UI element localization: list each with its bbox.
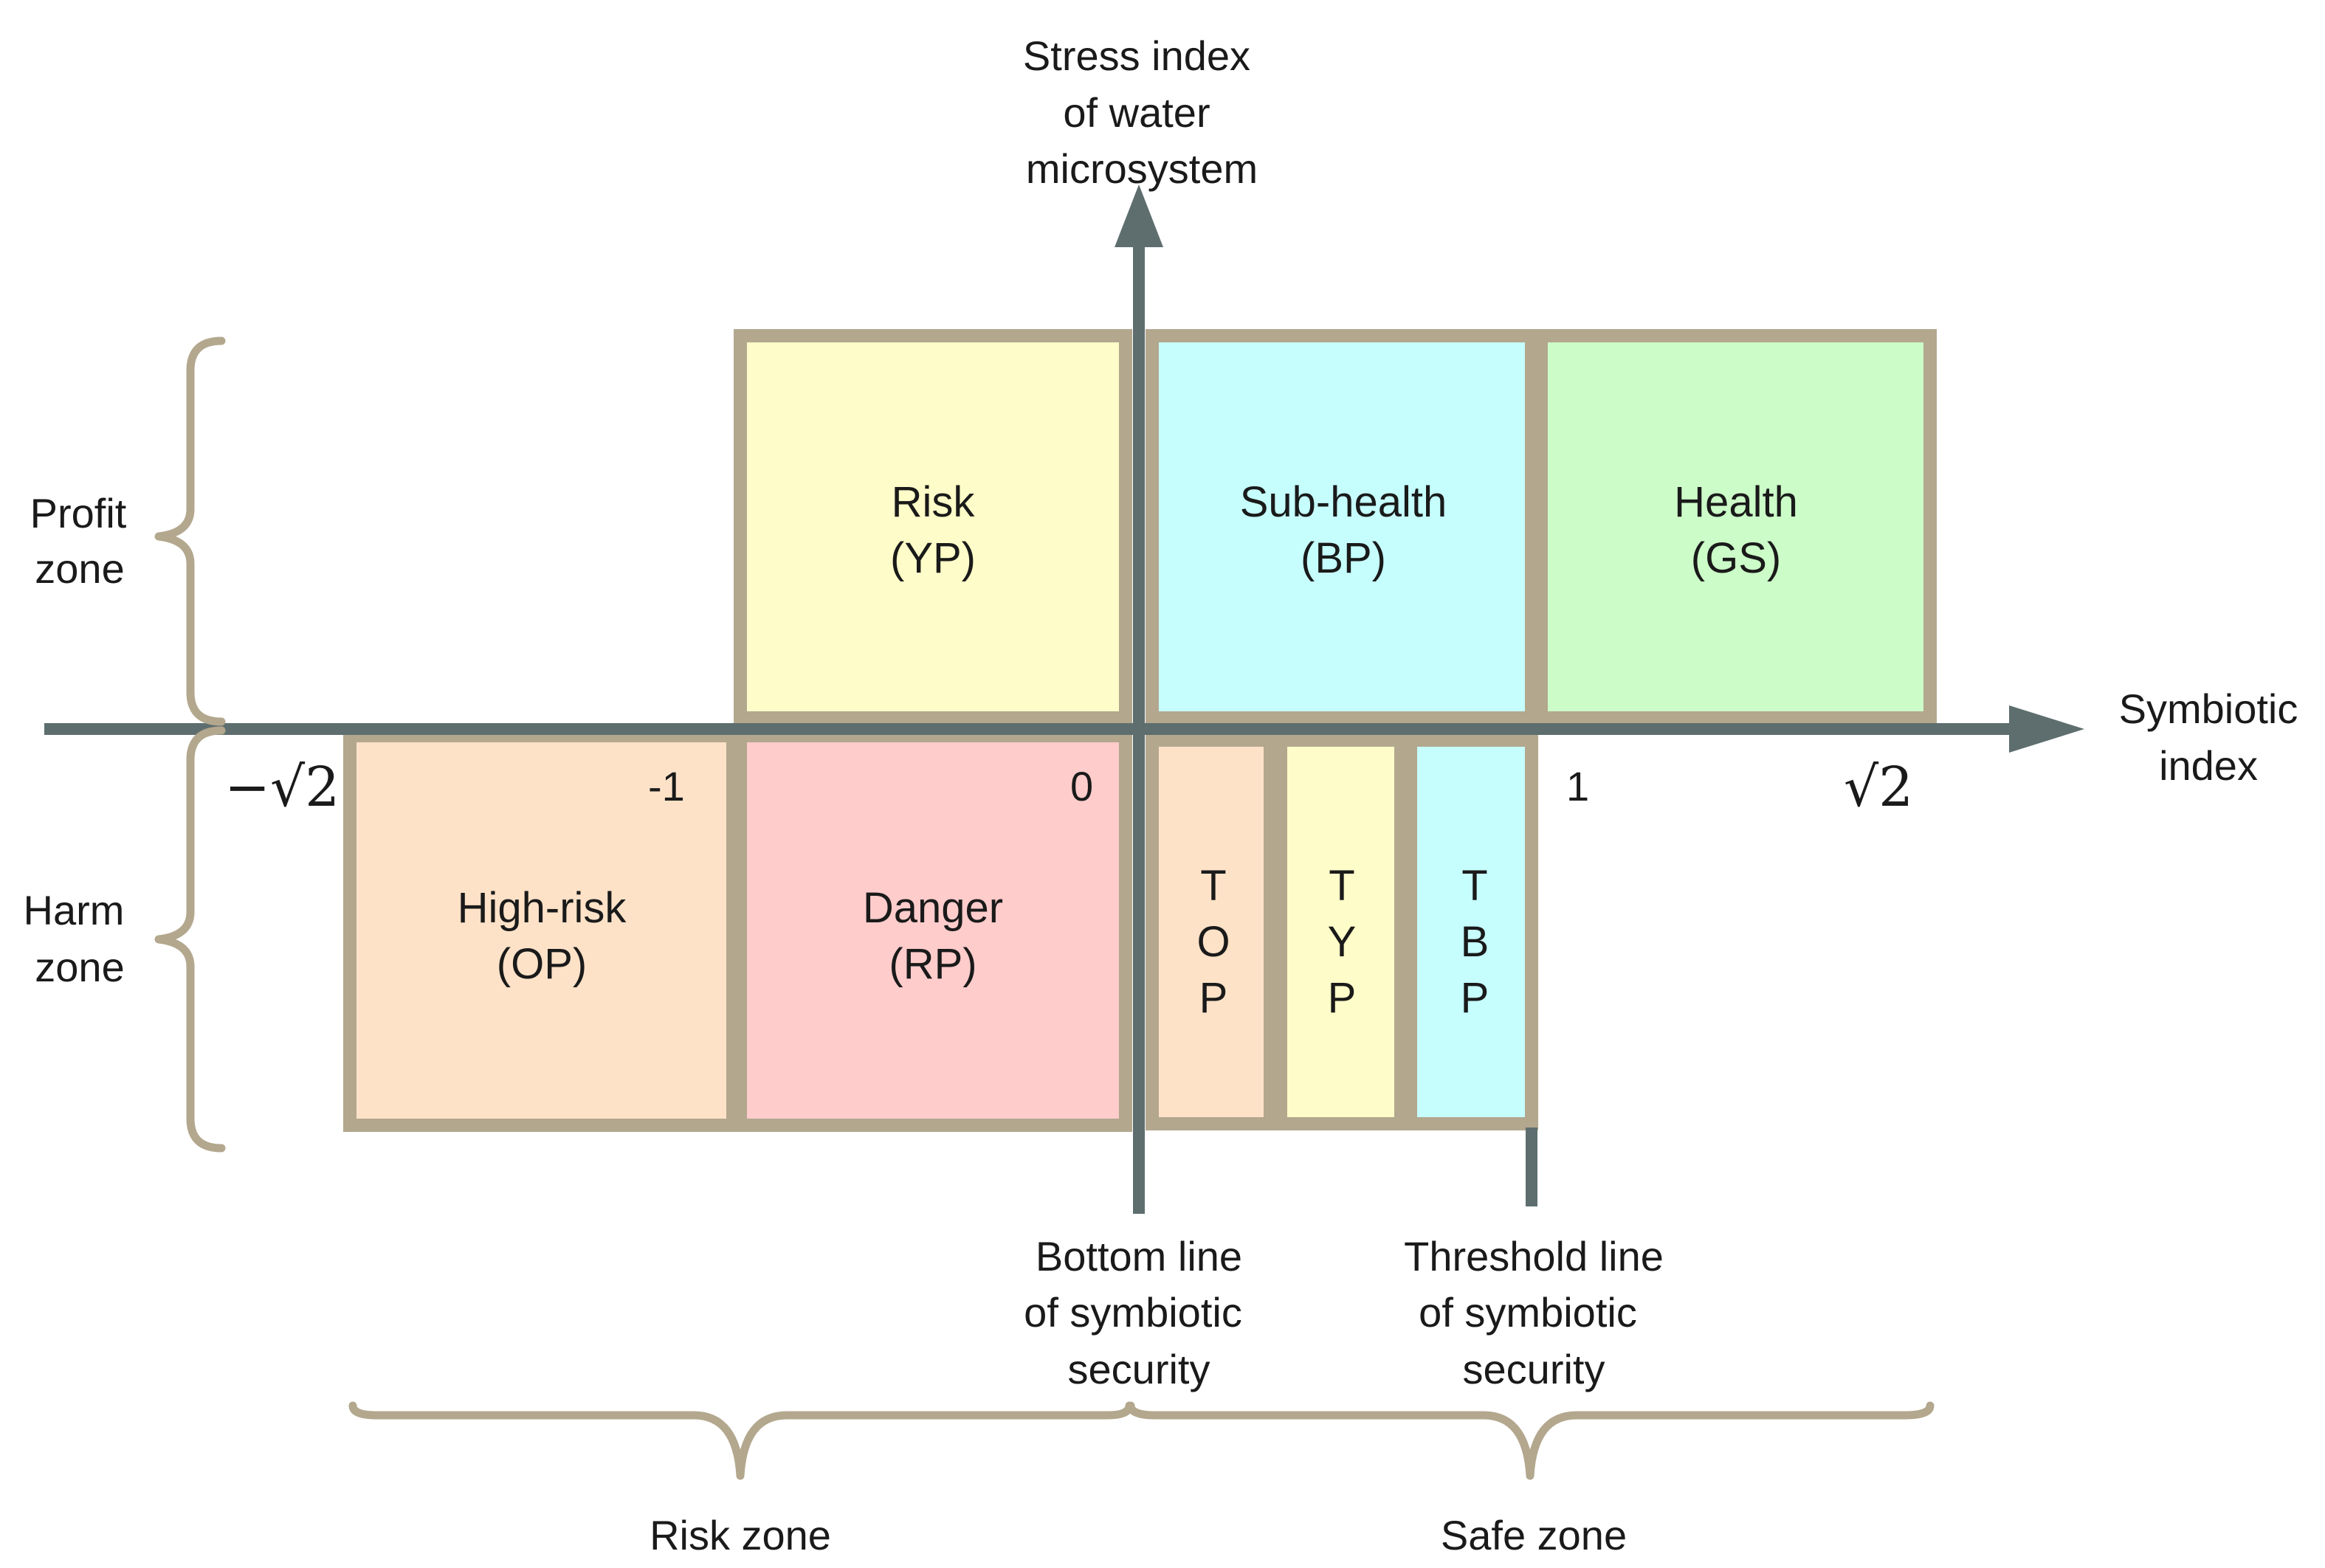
region-risk-code: (YP) xyxy=(890,534,976,582)
tick-one: 1 xyxy=(1566,763,1589,809)
region-typ-letter-2: Y xyxy=(1328,918,1357,966)
tick-neg-sqrt2: −√2 xyxy=(224,756,340,819)
x-axis-arrowhead xyxy=(2009,705,2084,753)
risk-zone-label: Risk zone xyxy=(650,1512,831,1558)
safe-zone-brace xyxy=(1126,1401,1935,1480)
bottom-line-label-line-3: security xyxy=(1068,1346,1210,1392)
region-risk-name: Risk xyxy=(892,478,976,526)
tick-neg-one: -1 xyxy=(648,763,685,809)
y-axis-label-line-1: Stress index xyxy=(1023,32,1250,79)
region-subhealth-name: Sub-health xyxy=(1240,478,1447,526)
region-subhealth-box xyxy=(1146,329,1538,725)
tick-sqrt2: √2 xyxy=(1844,756,1913,819)
risk-zone-brace xyxy=(348,1401,1134,1480)
safe-zone-label: Safe zone xyxy=(1441,1512,1627,1558)
region-health-name: Health xyxy=(1674,478,1798,526)
region-top-letter-2: O xyxy=(1196,918,1230,966)
bottom-line-label-line-2: of symbiotic xyxy=(1024,1289,1242,1336)
harm-zone-label-line-2: zone xyxy=(35,944,124,990)
profit-zone-label-line-1: Profit xyxy=(30,490,127,536)
tick-zero: 0 xyxy=(1070,763,1093,809)
region-tbp-letter-1: T xyxy=(1461,862,1487,910)
threshold-line-label-line-2: of symbiotic xyxy=(1419,1289,1637,1336)
x-axis-label-line-1: Symbiotic xyxy=(2119,685,2298,732)
x-axis-label-line-2: index xyxy=(2159,742,2258,789)
region-tbp: T B P xyxy=(1404,733,1538,1130)
profit-zone-label-line-2: zone xyxy=(35,545,124,592)
region-top-box xyxy=(1146,733,1277,1130)
region-highrisk-name: High-risk xyxy=(458,884,627,932)
region-highrisk: High-risk (OP) xyxy=(343,729,740,1132)
region-danger: Danger (RP) xyxy=(734,729,1132,1132)
region-danger-name: Danger xyxy=(863,884,1003,932)
region-subhealth-code: (BP) xyxy=(1301,534,1386,582)
region-health-box xyxy=(1534,329,1937,725)
region-subhealth: Sub-health (BP) xyxy=(1146,329,1538,725)
region-typ-letter-3: P xyxy=(1328,974,1357,1022)
harm-zone-brace xyxy=(154,726,226,1153)
region-typ: T Y P xyxy=(1274,733,1408,1130)
region-highrisk-code: (OP) xyxy=(497,940,587,988)
region-risk: Risk (YP) xyxy=(734,329,1132,725)
region-top-letter-3: P xyxy=(1199,974,1228,1022)
region-typ-letter-1: T xyxy=(1329,862,1354,910)
region-top: T O P xyxy=(1146,733,1277,1130)
region-top-letter-1: T xyxy=(1200,862,1226,910)
region-health: Health (GS) xyxy=(1534,329,1937,725)
region-tbp-letter-3: P xyxy=(1461,974,1489,1022)
harm-zone-label-line-1: Harm xyxy=(24,887,125,933)
threshold-line-label-line-3: security xyxy=(1463,1346,1605,1392)
region-typ-box xyxy=(1274,733,1408,1130)
region-tbp-box xyxy=(1404,733,1538,1130)
threshold-line-label-line-1: Threshold line xyxy=(1404,1233,1664,1279)
region-danger-box xyxy=(734,729,1132,1132)
region-health-code: (GS) xyxy=(1691,534,1781,582)
bottom-line-label-line-1: Bottom line xyxy=(1036,1233,1242,1279)
profit-zone-brace xyxy=(154,336,226,726)
y-axis-label-line-3: microsystem xyxy=(1026,145,1258,192)
region-danger-code: (RP) xyxy=(889,940,976,988)
region-risk-box xyxy=(734,329,1132,725)
y-axis-arrowhead xyxy=(1115,184,1163,247)
region-highrisk-box xyxy=(343,729,740,1132)
y-axis-label-line-2: of water xyxy=(1063,89,1210,136)
region-tbp-letter-2: B xyxy=(1461,918,1489,966)
